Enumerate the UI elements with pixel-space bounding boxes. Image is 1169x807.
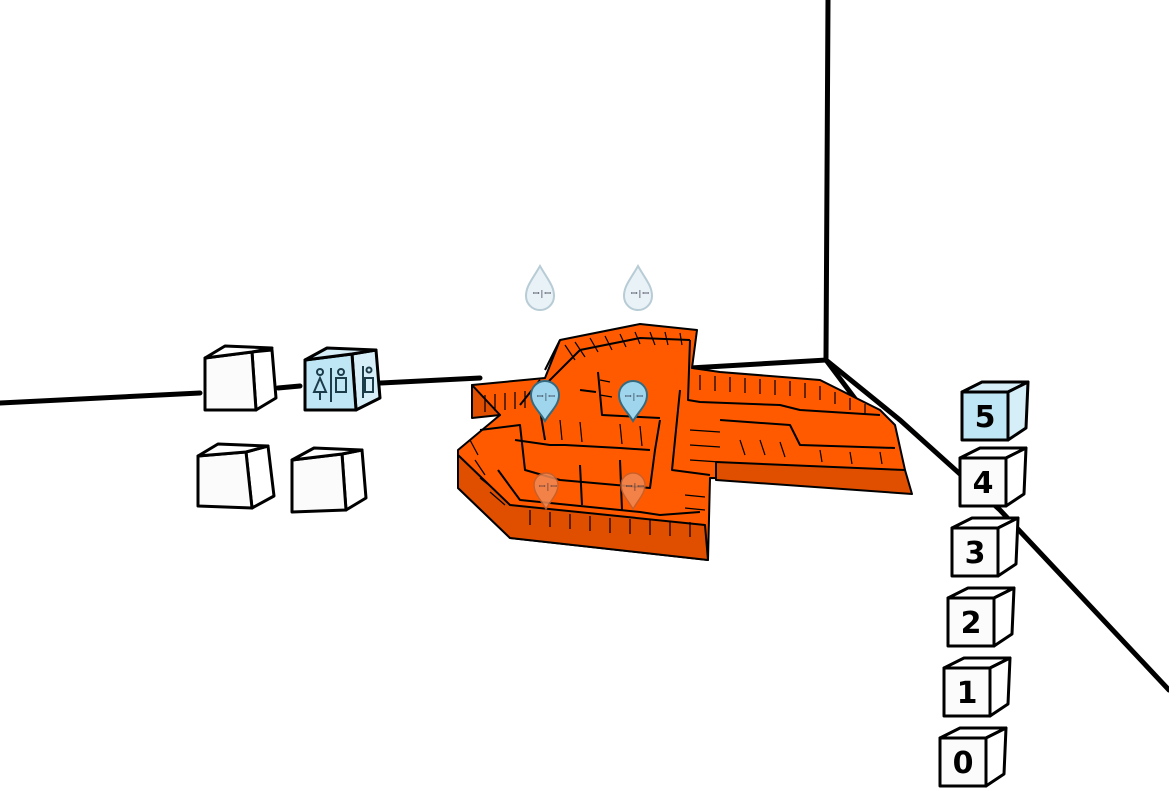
floor-button-label: 3 [965,536,986,571]
floor-button-face [946,596,996,648]
toilets-icon: ꟷ|ꟷ [626,482,644,491]
floor-selector: 5 4 3 2 1 0 [938,380,1030,788]
toilet-pin-below-1[interactable]: ꟷ|ꟷ [533,472,559,511]
toilet-pin-active-2[interactable]: ꟷ|ꟷ [617,380,649,423]
toilets-icon: ꟷ|ꟷ [631,289,649,298]
floor-button-1[interactable]: 1 [942,656,1012,718]
building-side-wall-east [715,461,913,495]
axis-lines [0,0,1169,693]
floor-button-face [958,456,1008,508]
floor-button-4[interactable]: 4 [958,446,1028,508]
toilet-pin-active-1[interactable]: ꟷ|ꟷ [529,380,561,423]
tool-button-1[interactable] [203,344,278,412]
floor-button-face [938,736,988,788]
poi-pins[interactable]: ꟷ|ꟷ ꟷ|ꟷ ꟷ|ꟷ ꟷ|ꟷ ꟷ|ꟷ ꟷ|ꟷ [524,263,654,511]
tool-button-3[interactable] [196,442,276,510]
toolbar [196,344,382,514]
toilet-pin-faded-2[interactable]: ꟷ|ꟷ [622,263,654,311]
floor-button-label: 4 [973,466,994,501]
floor-button-label: 2 [961,606,982,641]
building-side-wall-north [471,384,501,419]
room-walls [479,337,896,516]
toilet-pin-below-2[interactable]: ꟷ|ꟷ [620,472,646,511]
floor-button-3[interactable]: 3 [950,516,1020,578]
floor-button-side [996,516,1020,578]
floor-button-side [1004,446,1028,508]
toilets-icon: ꟷ|ꟷ [537,392,555,401]
floor-button-side [992,586,1016,648]
toilets-icon: ꟷ|ꟷ [625,392,643,401]
tool-button-4[interactable] [290,446,368,514]
floor-button-5[interactable]: 5 [960,380,1030,442]
floor-button-face [960,390,1010,442]
toilets-icon [312,366,374,402]
floor-button-side [988,656,1012,718]
floor-button-face [950,526,1000,578]
room-ticks [469,331,883,537]
floor-button-side [1006,380,1030,442]
toilets-icon: ꟷ|ꟷ [533,289,551,298]
floor-button-2[interactable]: 2 [946,586,1016,648]
building-floor-plan[interactable] [457,323,913,561]
floor-button-label: 0 [953,746,974,781]
toilet-pin-faded-1[interactable]: ꟷ|ꟷ [524,263,556,311]
toilets-filter-button[interactable] [303,346,382,412]
floor-button-label: 1 [957,676,978,711]
toilets-icon: ꟷ|ꟷ [539,482,557,491]
floor-button-side [984,726,1008,788]
floor-button-label: 5 [975,400,996,435]
building-side-wall [457,454,709,561]
floor-button-face [942,666,992,718]
floor-button-0[interactable]: 0 [938,726,1008,788]
